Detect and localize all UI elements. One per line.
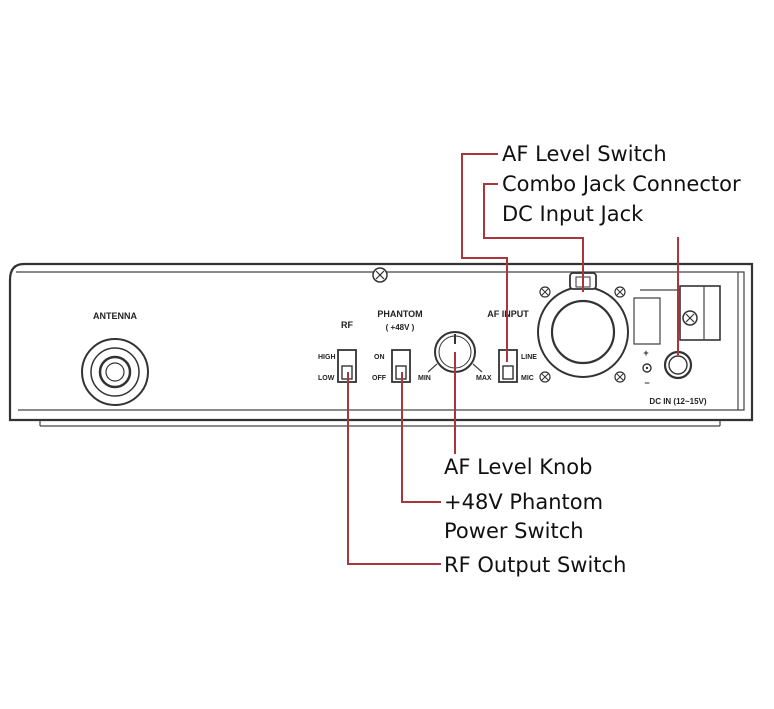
- dc-input-jack[interactable]: [663, 350, 693, 380]
- af-line-label: LINE: [521, 354, 537, 361]
- dc-polarity-icon: [642, 363, 652, 373]
- antenna-label: ANTENNA: [93, 311, 137, 321]
- device-chassis: [8, 262, 754, 427]
- combo-jack-screw-top-left: [539, 286, 551, 298]
- dc-minus-sign: −: [644, 378, 649, 388]
- callout-phantom-line-1: +48V Phantom: [444, 490, 603, 514]
- callout-rf-output-switch: RF Output Switch: [444, 553, 626, 577]
- phantom-off-label: OFF: [372, 375, 387, 382]
- rf-label: RF: [341, 320, 353, 330]
- af-mic-label: MIC: [521, 375, 534, 382]
- dc-plus-sign: +: [643, 348, 648, 358]
- cable-clamp: [633, 285, 721, 345]
- leader-phantom-switch: [401, 372, 441, 503]
- callout-af-level-switch: AF Level Switch: [502, 142, 667, 166]
- callout-af-level-knob: AF Level Knob: [444, 455, 593, 479]
- combo-jack-connector[interactable]: [537, 272, 629, 378]
- combo-jack-screw-bottom-left: [539, 371, 551, 383]
- leader-af-level-switch: [461, 153, 508, 362]
- phantom-on-label: ON: [374, 354, 385, 361]
- rf-high-label: HIGH: [318, 354, 336, 361]
- rf-low-label: LOW: [318, 375, 335, 382]
- top-screw: [372, 267, 388, 283]
- leader-rf-output-switch: [347, 372, 441, 565]
- knob-max-label: MAX: [476, 375, 492, 382]
- knob-min-label: MIN: [418, 375, 431, 382]
- af-input-label: AF INPUT: [487, 309, 529, 319]
- callout-dc-input-jack: DC Input Jack: [502, 202, 644, 226]
- phantom-voltage-label: ( +48V ): [386, 323, 415, 332]
- callout-combo-jack-connector: Combo Jack Connector: [502, 172, 741, 196]
- dc-in-label: DC IN (12~15V): [649, 397, 706, 406]
- combo-jack-screw-bottom-right: [614, 371, 626, 383]
- phantom-label: PHANTOM: [377, 309, 422, 319]
- leader-combo-jack-connector: [483, 183, 584, 292]
- antenna-connector: [81, 338, 149, 406]
- callout-phantom-line-2: Power Switch: [444, 519, 584, 543]
- combo-jack-screw-top-right: [614, 286, 626, 298]
